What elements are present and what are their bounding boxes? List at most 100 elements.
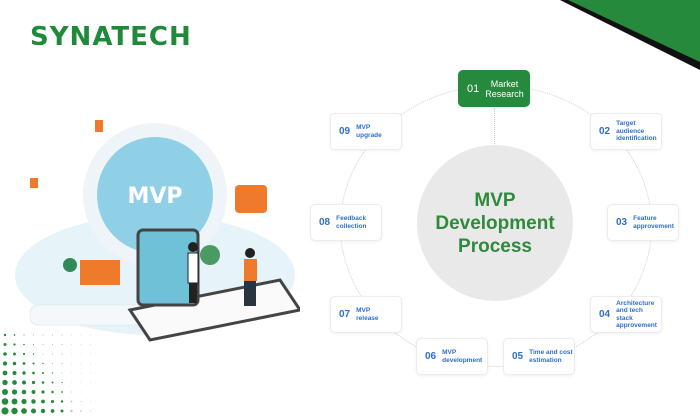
dot [11, 407, 18, 415]
step-label: MVP upgrade [356, 124, 382, 139]
step-label: Feature approvement [633, 215, 674, 230]
dot [2, 389, 8, 395]
dot [2, 379, 8, 386]
dot [33, 344, 34, 345]
dot [3, 333, 7, 337]
dot [2, 361, 8, 366]
dot [1, 398, 9, 405]
dot [61, 391, 63, 393]
dot [41, 390, 45, 394]
step-01: 01 Market Research [458, 70, 530, 107]
dot [90, 391, 91, 393]
dot [21, 389, 27, 395]
dot [51, 381, 54, 384]
dot [42, 372, 44, 374]
dot [90, 334, 91, 336]
dot [71, 382, 72, 383]
dot [90, 353, 91, 355]
step-label: Feedback collection [336, 215, 367, 230]
dot [61, 353, 63, 355]
dot [52, 334, 53, 336]
step-number: 08 [319, 217, 331, 228]
dot [32, 371, 35, 375]
step-08: 08 Feedback collection [310, 204, 382, 241]
dot [50, 409, 55, 413]
dot [52, 344, 53, 345]
dot [41, 399, 45, 404]
dot [1, 407, 9, 415]
dot [42, 362, 44, 365]
step-number: 04 [599, 309, 611, 320]
step-label: MVP release [356, 307, 379, 322]
dot [71, 334, 72, 336]
dot [90, 410, 91, 412]
dot [33, 334, 34, 336]
dot [71, 353, 72, 355]
dot [70, 400, 73, 403]
dot [51, 390, 54, 394]
connector-line [494, 108, 495, 144]
dot [31, 390, 36, 394]
step-06: 06 MVP development [416, 338, 488, 375]
dot [50, 399, 55, 404]
dot [60, 409, 64, 413]
dot [70, 409, 73, 413]
dot [90, 382, 91, 383]
dot [21, 408, 27, 414]
dot [3, 352, 7, 356]
dot [13, 343, 16, 346]
dot-pattern [1, 333, 91, 415]
dot [21, 398, 27, 405]
dot [71, 363, 72, 364]
step-03: 03 Feature approvement [607, 204, 679, 241]
step-label: Market Research [485, 78, 524, 99]
step-number: 07 [339, 309, 351, 320]
corner-decoration [560, 0, 700, 70]
step-number: 06 [425, 351, 437, 362]
dot [52, 353, 53, 355]
dot [23, 343, 25, 346]
dot [32, 353, 35, 355]
dot [22, 362, 26, 365]
dot [11, 389, 18, 395]
dot [61, 372, 63, 374]
dot [61, 381, 63, 384]
dot [80, 410, 82, 412]
dot [32, 362, 35, 365]
dot [80, 391, 82, 393]
dot [22, 352, 26, 356]
dot [71, 372, 72, 374]
dot [31, 380, 36, 385]
dot [80, 372, 82, 374]
dot [40, 408, 46, 414]
dot [30, 408, 37, 414]
dot [31, 399, 36, 404]
dot [80, 382, 82, 383]
dot [80, 344, 82, 345]
dot [60, 400, 64, 403]
dot [23, 334, 25, 336]
step-number: 09 [339, 126, 351, 137]
step-label: MVP development [442, 349, 483, 364]
dot [3, 343, 7, 346]
dot [11, 398, 18, 405]
dot [52, 363, 53, 364]
dot [13, 334, 16, 336]
step-number: 05 [512, 351, 524, 362]
dot [51, 372, 54, 374]
dot [90, 344, 91, 345]
step-number: 02 [599, 126, 611, 137]
dot [12, 380, 17, 385]
mvp-illustration: MVP [15, 120, 300, 342]
dot [42, 334, 44, 336]
dot [71, 344, 72, 345]
dot [70, 391, 73, 393]
dot [13, 352, 16, 356]
dot [12, 361, 17, 366]
dot [61, 334, 63, 336]
step-number: 01 [467, 82, 480, 95]
step-number: 03 [616, 217, 628, 228]
dot [42, 344, 44, 345]
dot [22, 371, 26, 375]
